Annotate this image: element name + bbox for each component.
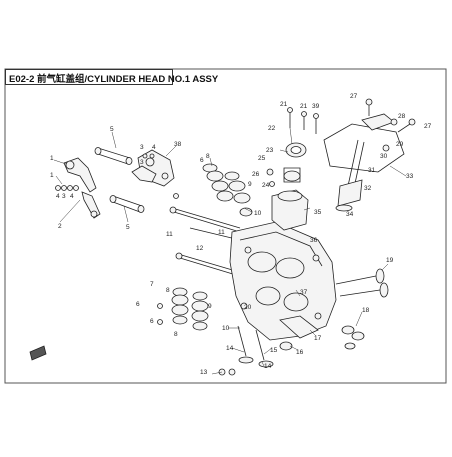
callout-33: 33 [406, 173, 414, 180]
callout-4: 4 [152, 144, 156, 151]
cylinder-head-body [229, 221, 337, 341]
rocker-shaft-lower [109, 195, 145, 213]
valves-right [335, 268, 389, 350]
diagram-title: E02-2 前气缸盖组/CYLINDER HEAD NO.1 ASSY [9, 74, 219, 85]
callout-10: 10 [254, 210, 262, 217]
callout-27: 27 [424, 123, 432, 130]
callout-16: 16 [296, 349, 304, 356]
callout-36: 36 [310, 237, 318, 244]
callout-8: 8 [174, 331, 178, 338]
callout-30: 30 [380, 153, 388, 160]
callout-9: 9 [208, 303, 212, 310]
callout-8: 8 [206, 153, 210, 160]
callout-34: 34 [346, 211, 354, 218]
callout-21: 21 [300, 103, 308, 110]
callout-37: 37 [300, 289, 308, 296]
small-bolts-left [55, 153, 179, 199]
outer-border [4, 68, 447, 384]
callout-13: 13 [200, 369, 208, 376]
rocker-shaft-upper [94, 147, 133, 165]
callout-10: 10 [222, 325, 230, 332]
callout-35: 35 [314, 209, 322, 216]
callout-23: 23 [266, 147, 274, 154]
rocker-arm-left [63, 157, 101, 219]
callout-28: 28 [398, 113, 406, 120]
drawing-parts [29, 98, 416, 376]
callout-22: 22 [268, 125, 276, 132]
callout-2: 2 [58, 223, 62, 230]
valve-springs-upper [202, 163, 253, 217]
callout-11: 11 [218, 229, 225, 236]
thermostat-parts [266, 142, 307, 187]
callout-4: 4 [56, 193, 60, 200]
callout-3: 3 [140, 159, 144, 166]
callout-3: 3 [140, 144, 144, 151]
callout-19: 19 [386, 257, 394, 264]
callout-3: 3 [62, 193, 66, 200]
callout-6: 6 [200, 157, 204, 164]
leader-lines [53, 127, 407, 375]
callout-26: 26 [252, 171, 260, 178]
callout-21: 21 [280, 101, 288, 108]
title-box [5, 69, 173, 85]
callout-5: 5 [110, 126, 114, 133]
callout-12: 12 [196, 245, 204, 252]
callout-9: 9 [248, 181, 252, 188]
callout-17: 17 [314, 335, 322, 342]
callout-39: 39 [312, 103, 320, 110]
callout-24: 24 [262, 182, 270, 189]
top-bolts [287, 107, 319, 134]
callout-4: 4 [70, 193, 74, 200]
callout-8: 8 [166, 287, 170, 294]
callout-5: 5 [126, 224, 130, 231]
callout-labels: 1 1 2 3 3 3 4 4 4 5 5 6 6 6 7 8 8 8 9 9 … [50, 93, 432, 376]
callout-20: 20 [244, 304, 252, 311]
callout-29: 29 [396, 141, 404, 148]
callout-38: 38 [174, 141, 182, 148]
callout-11: 11 [166, 231, 173, 238]
callout-15: 15 [270, 347, 278, 354]
callout-1: 1 [50, 155, 54, 162]
callout-14: 14 [264, 363, 272, 370]
rocker-arm-right [131, 149, 175, 187]
callout-14: 14 [226, 345, 234, 352]
callout-31: 31 [368, 167, 376, 174]
callout-27: 27 [350, 93, 358, 100]
callout-6: 6 [150, 318, 154, 325]
front-arrow-icon [29, 345, 47, 361]
water-outlet-housing [271, 189, 309, 231]
callout-6: 6 [136, 301, 140, 308]
valves-lower [218, 325, 293, 376]
valve-springs-lower [157, 287, 209, 331]
callout-18: 18 [362, 307, 370, 314]
callout-32: 32 [364, 185, 372, 192]
chain-tensioner-assembly [323, 98, 416, 212]
callout-1: 1 [50, 172, 54, 179]
callout-7: 7 [150, 281, 154, 288]
callout-25: 25 [258, 155, 266, 162]
